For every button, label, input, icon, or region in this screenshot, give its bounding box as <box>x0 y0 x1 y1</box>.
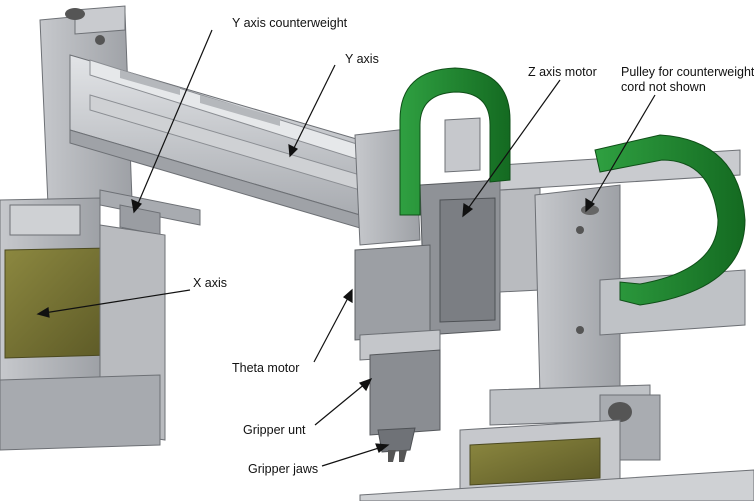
arrow-theta-motor <box>313 288 353 363</box>
green-cable-carrier-horizontal <box>594 134 746 306</box>
arrow-gripper-unit <box>314 377 373 426</box>
theta-gripper-column <box>354 244 441 462</box>
label-x-axis: X axis <box>193 276 227 290</box>
arrow-x-axis <box>36 289 191 318</box>
label-gripper-unit: Gripper unt <box>243 423 306 437</box>
green-cable-carrier-vertical <box>399 67 511 216</box>
label-y-axis: Y axis <box>345 52 379 66</box>
arrow-pulley <box>585 94 656 213</box>
label-pulley-line2: cord not shown <box>621 80 706 94</box>
label-z-axis-motor: Z axis motor <box>528 65 597 79</box>
arrow-y-axis-counterweight <box>131 29 213 214</box>
bottom-base <box>359 384 754 501</box>
label-gripper-jaws: Gripper jaws <box>248 462 318 476</box>
x-axis-assembly <box>0 197 166 451</box>
z-axis-carriage <box>354 117 541 336</box>
arrow-y-axis <box>288 64 336 158</box>
label-pulley-line1: Pulley for counterweight <box>621 65 754 79</box>
label-theta-motor: Theta motor <box>232 361 299 375</box>
arrow-z-axis-motor <box>462 79 561 218</box>
arrow-gripper-jaws <box>321 443 390 467</box>
label-y-axis-counterweight: Y axis counterweight <box>232 16 348 30</box>
y-axis-beam <box>69 54 361 229</box>
